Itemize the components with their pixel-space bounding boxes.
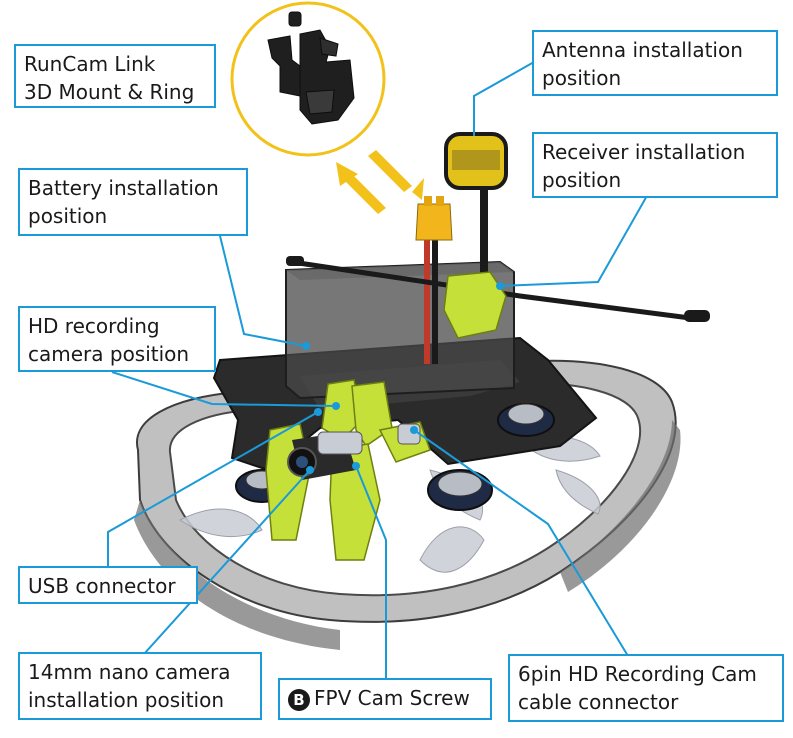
callout-nano-camera-line2: installation position — [28, 688, 225, 712]
callout-usb-line1: USB connector — [28, 574, 176, 598]
runcam-mount-detail — [230, 1, 386, 157]
vtx-antenna — [444, 132, 508, 292]
mount-arrow — [336, 150, 424, 214]
callout-usb: USB connector — [18, 566, 198, 604]
motors — [235, 403, 555, 511]
callout-hd-cable-line2: cable connector — [518, 690, 679, 714]
receiver-antenna — [286, 256, 710, 322]
leader-nano-camera — [143, 469, 311, 655]
callout-antenna: Antenna installation position — [532, 30, 778, 96]
callout-hd-cable: 6pin HD Recording Cam cable connector — [508, 654, 784, 722]
leader-receiver — [499, 193, 649, 287]
leader-battery — [209, 194, 307, 347]
callout-receiver-line2: position — [542, 168, 622, 192]
callout-hd-camera-line2: camera position — [28, 342, 190, 366]
callout-fpv-screw-text: FPV Cam Screw — [314, 686, 470, 710]
callout-hd-camera: HD recording camera position — [18, 306, 216, 372]
leader-hd-camera — [111, 371, 337, 407]
leader-fpv-screw — [355, 465, 387, 678]
mount-part — [267, 11, 355, 125]
callout-runcam-mount: RunCam Link 3D Mount & Ring — [14, 44, 216, 108]
leader-usb — [107, 411, 319, 568]
tpu-parts — [265, 271, 507, 561]
fpv-screw-badge-icon: B — [288, 688, 310, 711]
callout-battery-line1: Battery installation — [28, 176, 219, 200]
callout-runcam-line1: RunCam Link — [24, 52, 156, 76]
battery-connector — [415, 196, 453, 364]
callout-battery: Battery installation position — [18, 168, 248, 236]
callout-nano-camera-line1: 14mm nano camera — [28, 660, 231, 684]
callout-receiver-line1: Receiver installation — [542, 140, 746, 164]
callout-hd-camera-line1: HD recording — [28, 314, 160, 338]
callout-runcam-line2: 3D Mount & Ring — [24, 80, 195, 104]
callout-antenna-line2: position — [542, 66, 622, 90]
callout-hd-cable-line1: 6pin HD Recording Cam — [518, 662, 757, 686]
leader-hd-cable — [413, 429, 629, 657]
leader-antenna — [473, 61, 535, 136]
callout-antenna-line1: Antenna installation — [542, 38, 743, 62]
callout-receiver: Receiver installation position — [532, 132, 778, 198]
leader-lines — [107, 61, 649, 678]
callout-battery-line2: position — [28, 204, 108, 228]
callout-nano-camera: 14mm nano camera installation position — [18, 652, 262, 720]
